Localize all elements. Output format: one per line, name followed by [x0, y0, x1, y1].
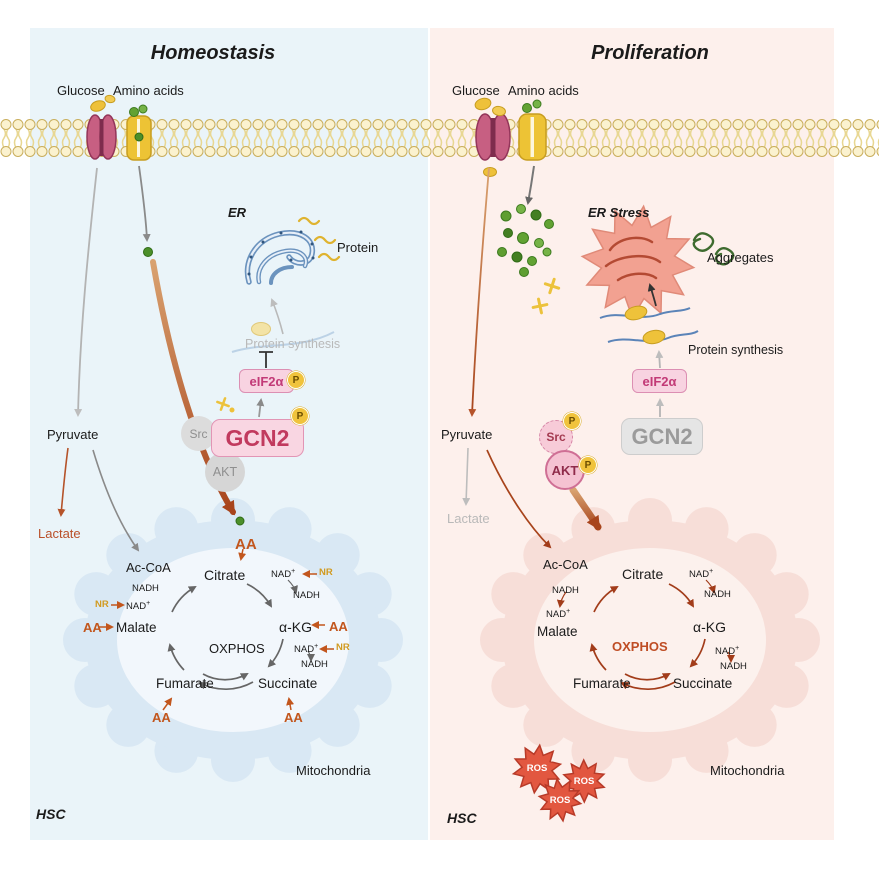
- aa-label: AA: [284, 710, 303, 725]
- nad-label: NAD+: [715, 645, 740, 658]
- nad-label: NAD+: [689, 568, 714, 581]
- akt-circle-right: AKT: [545, 450, 585, 490]
- akg-label-right: α-KG: [693, 619, 726, 635]
- amino-acids-label-right: Amino acids: [508, 83, 579, 98]
- nad-label: NAD+: [546, 608, 571, 621]
- ros-label: ROS: [526, 763, 548, 774]
- succinate-label-right: Succinate: [673, 676, 733, 691]
- malate-label-right: Malate: [537, 624, 578, 639]
- hsc-label-right: HSC: [447, 810, 477, 826]
- ros-label: ROS: [549, 795, 571, 806]
- amino-acids-label-left: Amino acids: [113, 83, 184, 98]
- phospho-badge: P: [287, 371, 305, 389]
- gcn2-box-right: GCN2: [621, 418, 703, 455]
- ros-label: ROS: [573, 776, 595, 787]
- nadh-label: NADH: [720, 661, 747, 672]
- oxphos-label-left: OXPHOS: [209, 641, 265, 656]
- phospho-badge: P: [563, 412, 581, 430]
- eif2a-box-right: eIF2α: [632, 369, 687, 393]
- oxphos-label-right: OXPHOS: [612, 639, 668, 654]
- akg-label-left: α-KG: [279, 619, 312, 635]
- nadh-label: NADH: [552, 585, 579, 596]
- nadh-label: NADH: [132, 583, 159, 594]
- protein-synthesis-label-right: Protein synthesis: [688, 343, 784, 357]
- protein-synthesis-label-left: Protein synthesis: [245, 337, 341, 351]
- gcn2-box-left: GCN2: [211, 419, 304, 457]
- lactate-label-left: Lactate: [38, 526, 81, 541]
- panel-title-proliferation: Proliferation: [591, 42, 709, 64]
- er-stress-label: ER Stress: [588, 205, 650, 220]
- eif2a-box-left: eIF2α: [239, 369, 294, 393]
- nadh-label: NADH: [301, 659, 328, 670]
- glucose-label-right: Glucose: [452, 83, 500, 98]
- nadh-label: NADH: [704, 589, 731, 600]
- aa-label: AA: [152, 710, 171, 725]
- succinate-label-left: Succinate: [258, 676, 318, 691]
- accoa-label-left: Ac-CoA: [126, 560, 171, 575]
- protein-label: Protein: [337, 240, 379, 255]
- malate-label-left: Malate: [116, 620, 157, 635]
- nr-label: NR: [336, 642, 350, 653]
- pyruvate-label-left: Pyruvate: [47, 427, 99, 442]
- hsc-label-left: HSC: [36, 806, 66, 822]
- nr-label: NR: [95, 599, 109, 610]
- aggregates-label: Aggregates: [707, 250, 774, 265]
- nadh-label: NADH: [293, 590, 320, 601]
- citrate-label-right: Citrate: [622, 566, 664, 582]
- citrate-label-left: Citrate: [204, 567, 246, 583]
- akt-circle-left: AKT: [205, 452, 245, 492]
- nad-label: NAD+: [126, 600, 151, 613]
- pyruvate-label-right: Pyruvate: [441, 427, 493, 442]
- glucose-label-left: Glucose: [57, 83, 105, 98]
- fumarate-label-right: Fumarate: [573, 676, 631, 691]
- nad-label: NAD+: [271, 568, 296, 581]
- src-circle-left: Src: [181, 416, 216, 451]
- aa-entry-label: AA: [235, 536, 257, 553]
- nad-label: NAD+: [294, 643, 319, 656]
- mitochondria-label-left: Mitochondria: [296, 763, 371, 778]
- aa-label: AA: [329, 619, 348, 634]
- er-label: ER: [228, 205, 247, 220]
- nr-label: NR: [319, 567, 333, 578]
- aa-label: AA: [83, 620, 102, 635]
- phospho-badge: P: [291, 407, 309, 425]
- panel-title-homeostasis: Homeostasis: [150, 42, 276, 64]
- accoa-label-right: Ac-CoA: [543, 557, 588, 572]
- fumarate-label-left: Fumarate: [156, 676, 214, 691]
- mitochondria-label-right: Mitochondria: [710, 763, 785, 778]
- lactate-label-right: Lactate: [447, 511, 490, 526]
- phospho-badge: P: [579, 456, 597, 474]
